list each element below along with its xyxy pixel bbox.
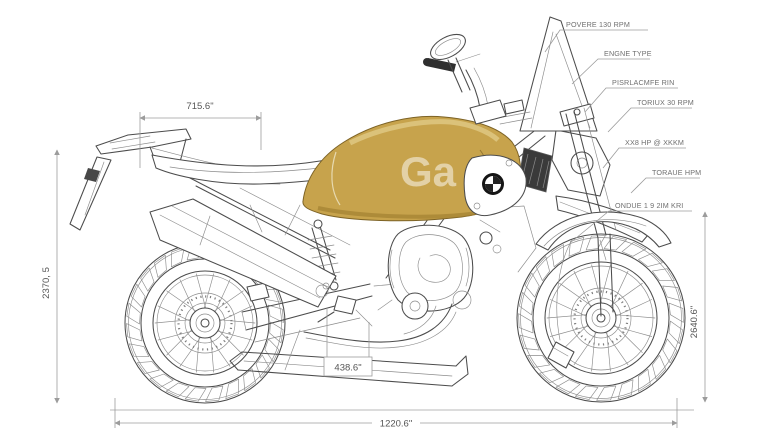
dim-left-label: 2370, 5	[41, 267, 52, 299]
front-brake-caliper	[547, 341, 575, 369]
callout-4: TORIUX 30 RPM	[607, 98, 694, 133]
mirror	[430, 33, 471, 93]
callout-3-label: PISRLACMFE RIN	[612, 78, 674, 87]
front-fender	[535, 211, 672, 261]
callout-6-label: TORAUE HPM	[652, 168, 701, 177]
subframe	[151, 147, 351, 259]
engine	[377, 205, 537, 320]
rear-fender	[69, 156, 112, 231]
callout-2: ENGNE TYPE	[571, 49, 652, 85]
exhaust-headers	[303, 303, 457, 349]
callout-1-label: POVERE 130 RPM	[566, 20, 630, 29]
dim-top-label: 715.6"	[186, 101, 213, 112]
spec-callouts: POVERE 130 RPM ENGNE TYPE PISRLACMFE RIN…	[544, 20, 701, 244]
callout-2-label: ENGNE TYPE	[604, 49, 652, 58]
callout-5: XX8 HP @ XKKM	[602, 138, 686, 169]
callout-4-label: TORIUX 30 RPM	[637, 98, 694, 107]
exhaust-muffler	[149, 198, 337, 308]
dim-bottom-label: 1220.6"	[380, 419, 412, 430]
dim-left-height: 2370, 5	[41, 149, 60, 404]
front-wheel	[516, 233, 686, 403]
handlebar	[423, 53, 507, 125]
dim-right-label: 2640.6"	[689, 306, 700, 338]
motorcycle-drawing: Ga	[69, 16, 686, 404]
dim-overall-length: 1220.6"	[114, 398, 678, 430]
callout-6: TORAUE HPM	[630, 168, 701, 194]
callout-7-label: ONDUE 1 9 2IM KRI	[615, 201, 683, 210]
dimension-annotations: 715.6" 2370, 5 2640.6" 438.6" 1220.6"	[41, 101, 708, 430]
callout-3: PISRLACMFE RIN	[584, 78, 678, 113]
watermark-text: Ga	[400, 148, 457, 195]
dim-top-length: 715.6"	[139, 101, 262, 168]
callout-5-label: XX8 HP @ XKKM	[625, 138, 684, 147]
footpeg-controls	[317, 295, 373, 327]
bmw-roundel	[482, 173, 504, 195]
dim-right-height: 2640.6"	[689, 211, 708, 403]
dim-mid-width: 438.6"	[323, 308, 373, 377]
swingarm	[241, 282, 373, 343]
callout-1: POVERE 130 RPM	[544, 20, 648, 53]
dim-mid-label: 438.6"	[334, 363, 361, 374]
callout-7: ONDUE 1 9 2IM KRI	[569, 201, 692, 244]
